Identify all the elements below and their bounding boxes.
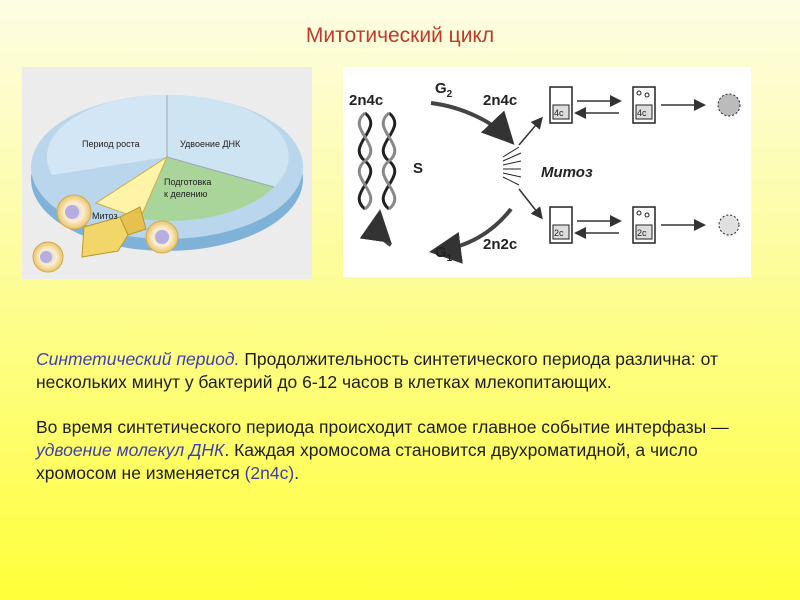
box-4c-label: 4c — [554, 108, 564, 118]
g1-label: G1 — [435, 244, 453, 264]
mitosis-schema-diagram: 2n4c G2 2n4c S Митоз G1 2n2c 4c — [343, 67, 751, 277]
blob-icon — [718, 214, 740, 236]
dna-helix-icon — [357, 111, 397, 211]
paragraph2-text-middle: . Каждая хромосома становится двухромати… — [36, 440, 698, 483]
ploidy-formula: (2n4c) — [244, 463, 295, 483]
g2-arrow — [430, 101, 515, 145]
sector-prep — [140, 157, 274, 221]
paragraph2-text-before: Во время синтетического периода происход… — [36, 417, 729, 437]
paragraph2-text-end: . — [294, 463, 300, 483]
dna-label: Удвоение ДНК — [180, 139, 241, 149]
blob-icon — [717, 93, 741, 117]
top-mid-ploidy-label: 2n4c — [483, 92, 517, 109]
prep-label-line2: к делению — [164, 189, 208, 199]
return-arrow — [359, 209, 393, 247]
growth-label: Период роста — [82, 139, 140, 149]
dna-duplication-highlight: удвоение молекул ДНК — [36, 440, 225, 460]
mitosis-arrow-block — [81, 216, 129, 258]
prep-label-line1: Подготовка — [164, 177, 211, 187]
box-4c-label: 4c — [637, 108, 647, 118]
term-synthetic-period: Синтетический период. — [36, 349, 240, 369]
body-text: Синтетический период. Продолжительность … — [36, 348, 776, 507]
bottom-mid-ploidy-label: 2n2c — [483, 236, 517, 253]
sector-dna — [167, 94, 289, 187]
box-2c-label: 2c — [554, 228, 564, 238]
g2-label: G2 — [435, 80, 453, 100]
paragraph-synthetic-period: Синтетический период. Продолжительность … — [36, 348, 776, 394]
slide-title: Митотический цикл — [305, 24, 495, 47]
mitosis-label: Митоз — [541, 164, 593, 181]
sector-mitosis — [94, 155, 169, 220]
cell-cycle-ring-diagram: Период роста Удвоение ДНК Подготовка к д… — [22, 67, 312, 279]
g1-arrow — [429, 207, 513, 264]
box-2c-label: 2c — [637, 228, 647, 238]
paragraph1-text: Продолжительность синтетического периода… — [36, 349, 718, 392]
spindle-icon — [502, 146, 522, 186]
s-phase-label: S — [413, 160, 423, 177]
top-left-ploidy-label: 2n4c — [349, 92, 383, 109]
mitosis-schema-svg: 2n4c G2 2n4c S Митоз G1 2n2c 4c — [349, 80, 741, 264]
cell-cycle-ring-svg: Период роста Удвоение ДНК Подготовка к д… — [31, 94, 303, 273]
paragraph-dna-duplication: Во время синтетического периода происход… — [36, 416, 776, 485]
mitosis-label: Митоз — [92, 211, 118, 221]
sector-growth — [46, 94, 167, 175]
